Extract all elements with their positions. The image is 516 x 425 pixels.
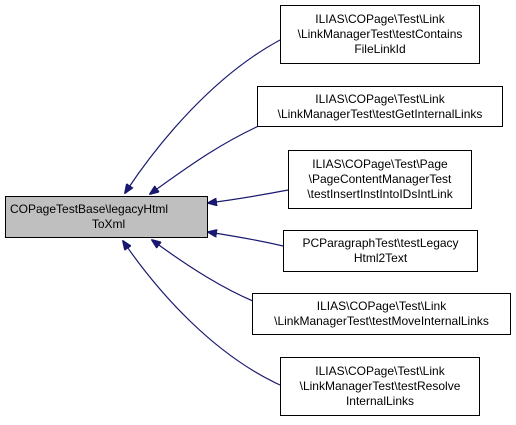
caller-node-1-line-2: \LinkManagerTest\testContains bbox=[297, 27, 463, 41]
caller-node-6[interactable]: ILIAS\COPage\Test\Link \LinkManagerTest\… bbox=[280, 357, 480, 416]
root-function-node[interactable]: COPageTestBase\legacyHtml ToXml bbox=[5, 196, 208, 238]
caller-node-3-line-1: ILIAS\COPage\Test\Page bbox=[312, 157, 448, 171]
caller-node-6-line-3: InternalLinks bbox=[345, 394, 415, 408]
root-node-line-1: COPageTestBase\legacyHtml bbox=[10, 202, 169, 216]
caller-node-1-line-1: ILIAS\COPage\Test\Link bbox=[315, 12, 445, 26]
edge-to-caller-1 bbox=[125, 39, 281, 193]
caller-node-2[interactable]: ILIAS\COPage\Test\Link \LinkManagerTest\… bbox=[257, 86, 503, 127]
caller-node-5-line-1: ILIAS\COPage\Test\Link bbox=[316, 299, 447, 313]
root-node-line-2: ToXml bbox=[91, 217, 126, 231]
caller-node-3[interactable]: ILIAS\COPage\Test\Page \PageContentManag… bbox=[288, 150, 472, 209]
caller-node-3-line-3: \testInsertInstIntoIDsIntLink bbox=[307, 187, 453, 201]
caller-node-4[interactable]: PCParagraphTest\testLegacy Html2Text bbox=[283, 230, 478, 272]
edge-to-caller-4 bbox=[208, 232, 284, 247]
edge-to-caller-2 bbox=[150, 120, 271, 194]
caller-node-1[interactable]: ILIAS\COPage\Test\Link \LinkManagerTest\… bbox=[280, 5, 480, 64]
caller-node-5-line-2: \LinkManagerTest\testMoveInternalLinks bbox=[274, 314, 489, 328]
caller-node-4-line-1: PCParagraphTest\testLegacy bbox=[302, 236, 459, 250]
edge-to-caller-3 bbox=[208, 189, 289, 203]
caller-node-2-line-1: ILIAS\COPage\Test\Link bbox=[315, 91, 445, 106]
caller-node-1-line-3: FileLinkId bbox=[354, 42, 406, 56]
caller-node-6-line-1: ILIAS\COPage\Test\Link bbox=[315, 364, 445, 378]
caller-node-4-line-2: Html2Text bbox=[353, 251, 408, 265]
edge-to-caller-5 bbox=[152, 240, 261, 305]
caller-node-2-line-2: \LinkManagerTest\testGetInternalLinks bbox=[277, 106, 483, 121]
edge-to-caller-6 bbox=[123, 241, 281, 386]
caller-node-5[interactable]: ILIAS\COPage\Test\Link \LinkManagerTest\… bbox=[252, 293, 511, 335]
caller-node-3-line-2: \PageContentManagerTest bbox=[308, 172, 452, 186]
caller-node-6-line-2: \LinkManagerTest\testResolve bbox=[299, 379, 461, 393]
